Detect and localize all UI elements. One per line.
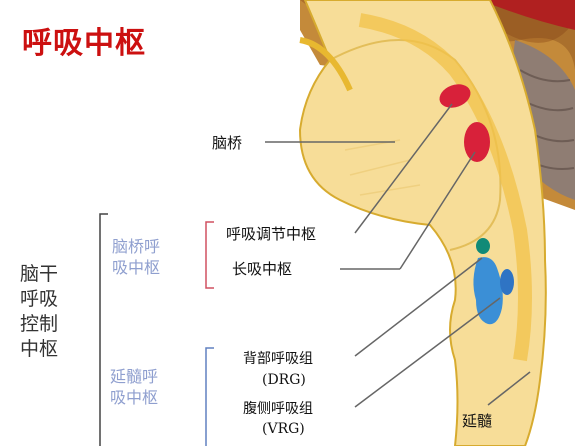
vrg-nucleus-inner: [500, 269, 514, 295]
pons-bracket: [205, 221, 214, 289]
drg-nucleus: [476, 238, 490, 254]
vrg-pointer: [354, 297, 501, 408]
page-title: 呼吸中枢: [22, 26, 146, 61]
vrg-abbr: (VRG): [262, 421, 305, 437]
vrg-nucleus: [473, 257, 503, 325]
ventricle-channel: [358, 13, 532, 362]
pneumotaxic-nucleus: [439, 84, 471, 108]
pneumotaxic-label: 呼吸调节中枢: [226, 225, 317, 243]
drg-pointer: [354, 257, 483, 357]
apneustic-pointer: [399, 151, 476, 270]
vrg-label: 腹侧呼吸组: [243, 401, 313, 417]
pons-group-label: 脑桥呼 吸中枢: [112, 237, 161, 277]
brainstem-center-label: 脑干 呼吸 控制 中枢: [20, 263, 59, 360]
cerebellum-fold: [519, 69, 575, 170]
medulla-bracket: [205, 347, 214, 446]
apneustic-nucleus: [464, 122, 490, 162]
outer-bracket: [99, 213, 108, 446]
pneumotaxic-pointer: [354, 103, 453, 234]
pons-label: 脑桥: [212, 134, 243, 152]
vessel-strip: [480, 0, 575, 30]
apneustic-label: 长吸中枢: [232, 260, 293, 278]
drg-abbr: (DRG): [262, 372, 306, 388]
tissue-edge: [299, 37, 353, 92]
medulla-label: 延髓: [462, 412, 493, 430]
medulla-group-label: 延髓呼 吸中枢: [110, 367, 159, 407]
drg-label: 背部呼吸组: [243, 351, 313, 367]
medulla-pointer: [487, 371, 531, 406]
